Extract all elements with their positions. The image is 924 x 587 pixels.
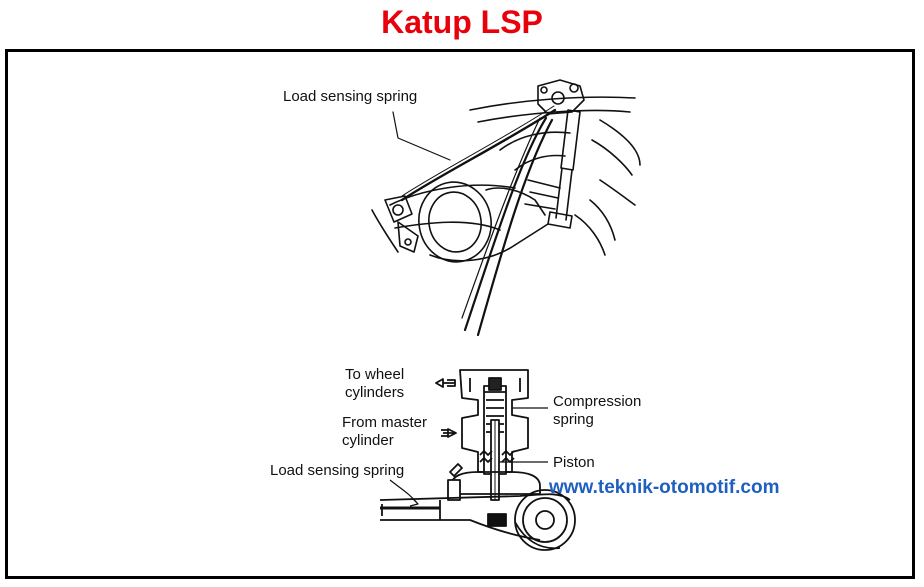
label-to-wheel-1: To wheel	[345, 366, 405, 383]
label-piston: Piston	[553, 454, 595, 471]
label-from-master-1: From master	[342, 414, 428, 431]
lsp-valve-cross-section	[379, 369, 576, 551]
website-watermark: www.teknik-otomotif.com	[549, 477, 780, 498]
page-title: Katup LSP	[381, 4, 543, 40]
leader-line-spring-top	[392, 111, 451, 161]
rear-suspension-illustration	[371, 79, 641, 263]
label-to-wheel-2: cylinders	[345, 384, 405, 401]
label-compression-1: Compression	[553, 393, 642, 410]
label-from-master-2: cylinder	[342, 432, 394, 449]
label-load-sensing-spring-top: Load sensing spring	[283, 88, 418, 105]
load-sensing-spring-top-shape	[400, 108, 557, 202]
label-compression-2: spring	[553, 411, 594, 428]
label-load-sensing-spring-bottom: Load sensing spring	[270, 462, 405, 479]
